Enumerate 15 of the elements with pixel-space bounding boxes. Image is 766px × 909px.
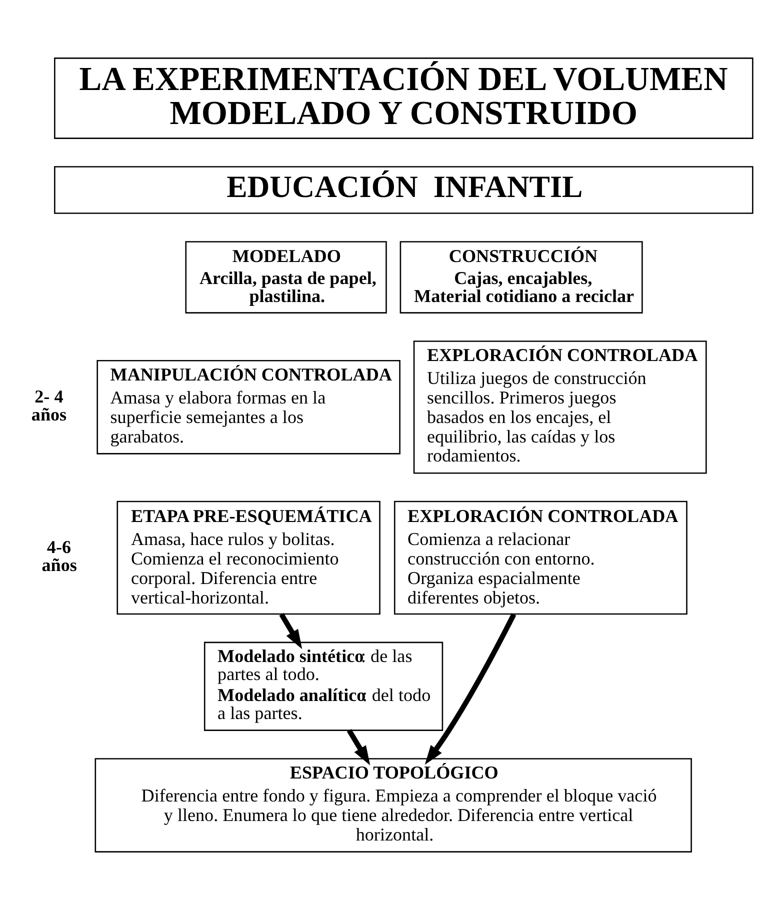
node-box: ETAPA PRE-ESQUEMÁTICA Amasa, hace rulos y bolitas. Comienza el reconocimiento corporal. Diferencia entre vertical-horizontal.: [116, 500, 380, 614]
node-box: Modelado sintético: de las partes al todo. Modelado analítico: del todo a las partes.: [204, 641, 444, 730]
node-box: EDUCACIÓN INFANTIL: [54, 166, 754, 214]
node-box: CONSTRUCCIÓN Cajas, encajables, Material cotidiano a reciclar: [400, 240, 643, 313]
node-box: MODELADO Arcilla, pasta de papel, plastilina.: [185, 240, 387, 313]
node-box: EXPLORACIÓN CONTROLADA Comienza a relacionar construcción con entorno. Organiza espacialmente diferentes objetos.: [394, 500, 688, 614]
node-text: 4-6 años: [42, 536, 77, 574]
node-box: ESPACIO TOPOLÓGICO Diferencia entre fondo y figura. Empieza a comprender el bloque vació y lleno. Enumera lo que tiene alrededor. Diferencia entre vertical horizontal.: [94, 758, 692, 852]
node-box: EXPLORACIÓN CONTROLADA Utiliza juegos de construcción sencillos. Primeros juegos basados en los encajes, el equilibrio, las caídas y los rodamientos.: [413, 340, 707, 474]
node-box: LA EXPERIMENTACIÓN DEL VOLUMEN MODELADO Y CONSTRUIDO: [54, 57, 754, 138]
node-box: MANIPULACIÓN CONTROLADA Amasa y elabora formas en la superficie semejantes a los garabatos.: [96, 360, 400, 454]
arrow: [346, 728, 370, 765]
arrow: [279, 612, 302, 649]
node-text: 2- 4 años: [31, 386, 67, 424]
arrow: [424, 612, 516, 764]
